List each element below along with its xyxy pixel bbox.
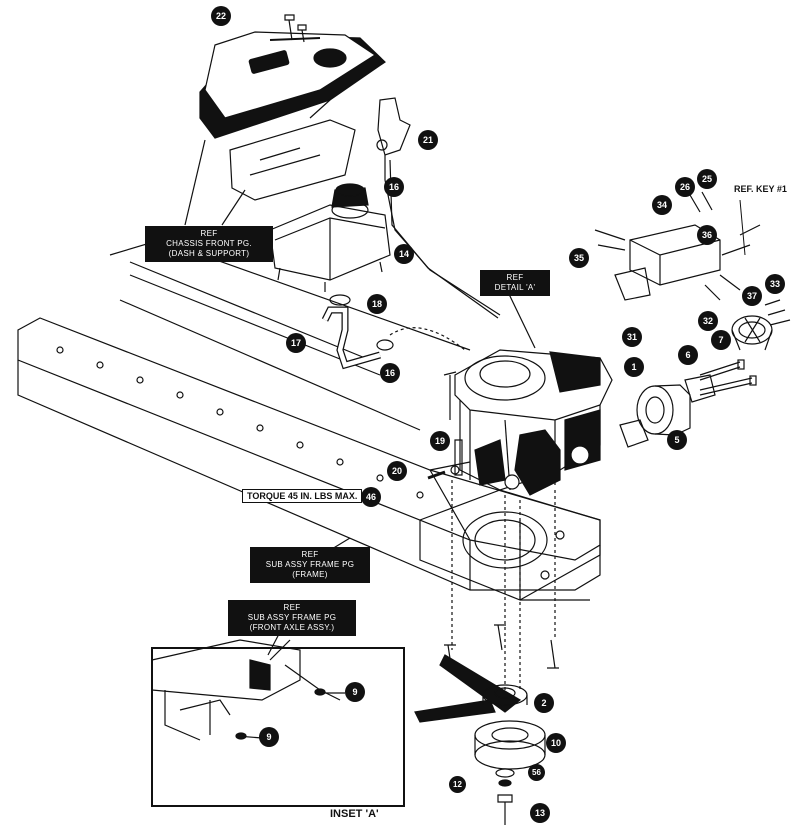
callout-7: 7 (711, 330, 731, 350)
callout-2: 2 (534, 693, 554, 713)
leader-detail-a (507, 291, 536, 349)
callout-36: 36 (697, 225, 717, 245)
callout-33: 33 (765, 274, 785, 294)
dash-support (229, 99, 356, 201)
torque-spec-label: TORQUE 45 IN. LBS MAX. (242, 489, 363, 503)
callout-14: 14 (394, 244, 414, 264)
fuel-tank (269, 204, 391, 292)
ref-key-label: REF. KEY #1 (734, 184, 787, 194)
callout-9-upper: 9 (345, 682, 365, 702)
muffler-bolts (699, 359, 757, 396)
inset-a-title: INSET 'A' (330, 808, 379, 820)
callout-9-lower: 9 (259, 727, 279, 747)
bolt-paths (451, 480, 556, 690)
leader-chassis-support (221, 189, 246, 226)
callout-17: 17 (286, 333, 306, 353)
callout-26: 26 (675, 177, 695, 197)
callout-22: 22 (211, 6, 231, 26)
callout-37: 37 (742, 286, 762, 306)
callout-20: 20 (387, 461, 407, 481)
ref-detail-a-label: REF DETAIL 'A' (480, 270, 550, 296)
callout-31: 31 (622, 327, 642, 347)
fuel-line (321, 294, 466, 370)
ref-frame-label: REF SUB ASSY FRAME PG (FRAME) (250, 547, 370, 583)
muffler (619, 374, 716, 448)
callout-32: 32 (698, 311, 718, 331)
dash-cover (199, 31, 386, 139)
screw-22 (284, 14, 307, 43)
callout-1: 1 (624, 357, 644, 377)
muffler-guard (731, 299, 791, 351)
callout-35: 35 (569, 248, 589, 268)
pulley-hardware (495, 768, 515, 825)
callout-16-cap: 16 (384, 177, 404, 197)
callout-25: 25 (697, 169, 717, 189)
callout-13: 13 (530, 803, 550, 823)
ref-chassis-label: REF CHASSIS FRONT PG. (DASH & SUPPORT) (145, 226, 273, 262)
callout-5: 5 (667, 430, 687, 450)
callout-12: 12 (449, 776, 466, 793)
engine-bolts-upper (427, 439, 471, 480)
callout-6: 6 (678, 345, 698, 365)
callout-19: 19 (430, 431, 450, 451)
callout-21: 21 (418, 130, 438, 150)
callout-34: 34 (652, 195, 672, 215)
callout-10: 10 (546, 733, 566, 753)
callout-18: 18 (367, 294, 387, 314)
engine (443, 349, 613, 496)
callout-46: 46 (361, 487, 381, 507)
callout-56: 56 (528, 764, 545, 781)
clutch-pulley (474, 720, 546, 770)
engine-pulley (482, 684, 528, 706)
ref-front-axle-label: REF SUB ASSY FRAME PG (FRONT AXLE ASSY.) (228, 600, 356, 636)
solenoid-bracket (594, 191, 761, 301)
fuel-cap (331, 183, 369, 219)
inset-a-box (151, 639, 405, 807)
engine-mount-plate (419, 489, 601, 601)
callout-16-clamp: 16 (380, 363, 400, 383)
leader-chassis-cover (184, 139, 206, 226)
